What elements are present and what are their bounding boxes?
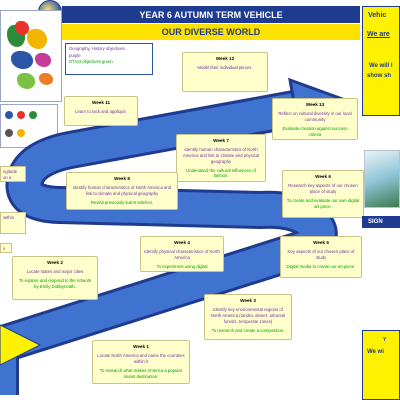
week-6-art-objective: To create and evaluate our own digital a… [286, 197, 360, 209]
week-1-objective: Locate North America and name the countr… [97, 353, 185, 364]
week-5-art-objective: Digital media to create our art piece. [286, 263, 356, 269]
partial-bubble-c: s [0, 243, 12, 253]
week-4-title: Week 4 [174, 240, 190, 245]
week-6-objective: Research key aspects of our chosen place… [288, 183, 358, 194]
legend-line-2: purple [69, 52, 81, 58]
week-8-art-objective: Revisit previously learnt stitches. [90, 199, 154, 205]
legend-line-3: DT/Art objectives green [69, 59, 113, 65]
week-7-title: Week 7 [213, 138, 229, 143]
week-5-objective: Key aspects of our chosen place of study [287, 249, 355, 260]
week-11-card: Week 11 Learn to tack and appliqué. [64, 96, 138, 126]
week-2-art-objective: To explore and respond to the Artwork by… [18, 277, 92, 289]
week-2-title: Week 2 [47, 260, 63, 265]
year-heading: Y [383, 337, 387, 343]
we-are-heading: We are [367, 31, 390, 38]
week-1-title: Week 1 [133, 344, 149, 349]
week-8-card: Week 8 Identify human characteristics of… [66, 172, 178, 210]
week-8-objective: Identify human characteristics of North … [72, 185, 172, 196]
week-5-card: Week 5 Key aspects of our chosen place o… [280, 236, 362, 278]
week-11-objective: Learn to tack and appliqué. [75, 109, 127, 115]
week-3-title: Week 3 [240, 298, 256, 303]
week-2-card: Week 2 Locate states and major cities To… [12, 256, 98, 300]
week-5-title: Week 5 [313, 240, 329, 245]
week-11-title: Week 11 [91, 100, 111, 105]
tree-icon [29, 111, 37, 119]
map-region-purple [35, 53, 51, 67]
week-4-card: Week 4 Identify physical characteristics… [140, 236, 224, 272]
vehicle-heading: Vehic [368, 12, 387, 19]
map-region-lightgreen [17, 73, 35, 89]
partial-bubble-b-text: within [3, 215, 14, 220]
week-13-title: Week 13 [305, 102, 325, 107]
week-4-objective: Identify physical characteristics of Nor… [144, 249, 220, 260]
partial-bubble-a: ngitude on a [0, 166, 26, 182]
week-6-card: Week 6 Research key aspects of our chose… [282, 170, 364, 218]
week-6-title: Week 6 [315, 174, 331, 179]
show-text: show sh [367, 73, 392, 79]
vehicle-info-card: Vehic We are We will l show sh [362, 6, 400, 116]
we-will-text: We will l [369, 63, 393, 69]
week-13-art-objective: Evaluate creation against success criter… [282, 125, 348, 137]
world-map-image [0, 10, 62, 102]
week-13-objective: Reflect on cultural diversity in our loc… [278, 111, 352, 122]
week-7-art-objective: Understand the cultural influences of fa… [186, 167, 256, 179]
we-will-bottom-text: We wi [367, 349, 384, 355]
start-marker [0, 324, 42, 366]
week-1-card: Week 1 Locate North America and name the… [92, 340, 190, 384]
week-13-card: Week 13 Reflect on cultural diversity in… [272, 98, 358, 140]
year-card: Y We wi [362, 330, 400, 400]
week-7-card: Week 7 Identify human characteristics of… [176, 134, 266, 182]
week-3-objective: Identify key environmental regions of No… [210, 307, 286, 324]
map-region-orange [39, 73, 53, 85]
page-subtitle: OUR DIVERSE WORLD [62, 24, 360, 40]
map-region-yellow [27, 29, 47, 49]
week-12-objective: Model their individual pieces. [197, 65, 253, 71]
partial-bubble-c-text: s [3, 246, 6, 251]
objectives-legend: Geography, History objectives. purple DT… [65, 43, 153, 75]
book-cover-image [364, 150, 400, 208]
map-region-blue [11, 51, 33, 69]
week-7-objective: Identify human characteristics of North … [182, 147, 260, 164]
week-1-art-objective: To research what makes America a popular… [99, 367, 183, 379]
page-subtitle-text: OUR DIVERSE WORLD [161, 27, 261, 37]
person-icon [5, 129, 13, 137]
week-12-title: Week 12 [215, 56, 235, 61]
legend-line-1: Geography, History objectives. [69, 46, 126, 51]
page-title-text: YEAR 6 AUTUMN TERM VEHICLE [139, 9, 283, 20]
palette-icon [17, 111, 25, 119]
map-region-red [15, 21, 29, 35]
globe-icon [5, 111, 13, 119]
sign-bar: SIGN [362, 216, 400, 228]
partial-bubble-b: within [0, 212, 26, 234]
sign-label: SIGN [368, 219, 383, 225]
week-2-objective: Locate states and major cities [26, 269, 84, 275]
partial-bubble-a-text: ngitude on a [3, 169, 18, 181]
week-3-art-objective: To research and create a composition. [211, 327, 285, 333]
page-title: YEAR 6 AUTUMN TERM VEHICLE [62, 6, 360, 23]
star-icon [17, 129, 25, 137]
week-3-card: Week 3 Identify key environmental region… [204, 294, 292, 340]
week-4-art-objective: To experiment using digital [156, 263, 208, 269]
week-8-title: Week 8 [114, 176, 130, 181]
week-12-card: Week 12 Model their individual pieces. [182, 52, 268, 92]
road-fill [0, 92, 335, 395]
